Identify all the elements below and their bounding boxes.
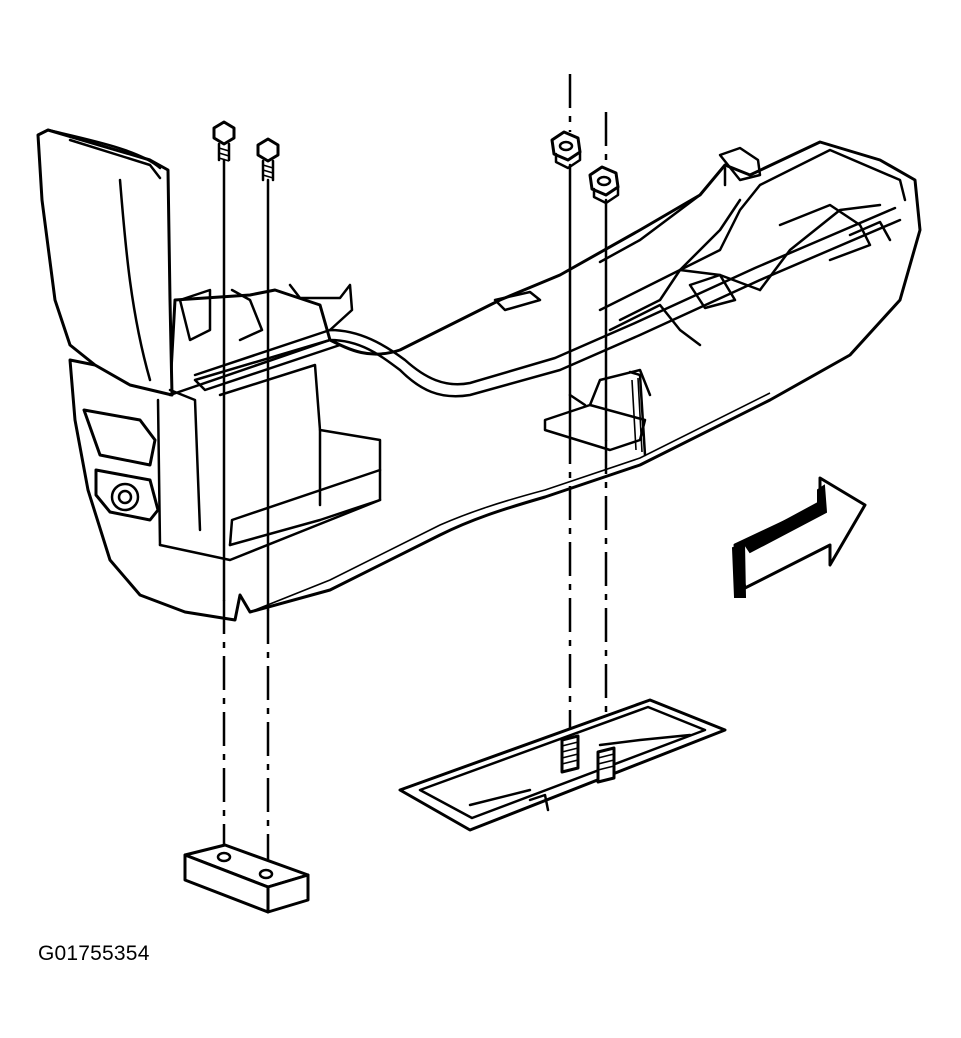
front-nut-left <box>550 130 582 170</box>
forward-arrow-icon <box>731 476 867 598</box>
floor-console <box>36 128 922 622</box>
front-nut-right <box>588 165 620 205</box>
rear-bolt-right <box>256 137 280 182</box>
front-floor-bracket <box>398 698 727 832</box>
figure-id-label: G01755354 <box>38 942 150 965</box>
alignment-lines <box>222 74 608 875</box>
rear-bolt-left <box>212 120 236 162</box>
rear-floor-bracket <box>183 843 310 914</box>
